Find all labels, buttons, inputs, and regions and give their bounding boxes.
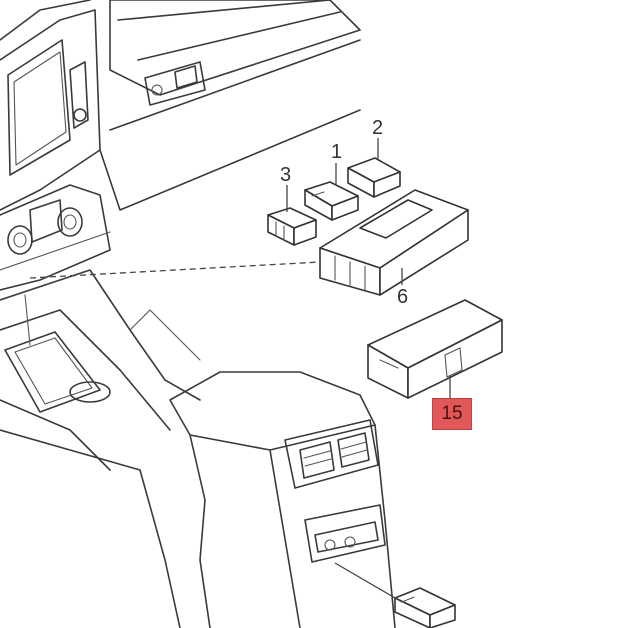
callout-1: 1 — [331, 141, 343, 163]
callout-3: 3 — [280, 164, 292, 186]
part-15-control-module — [367, 299, 503, 399]
part-3-blank-cover — [267, 207, 317, 246]
climate-controls — [0, 199, 111, 271]
callout-6: 6 — [397, 286, 409, 308]
armrest-rear-console — [169, 371, 396, 628]
leader-lines — [29, 138, 451, 603]
part-2-usb-socket — [347, 157, 401, 198]
callout-15-highlighted: 15 — [432, 398, 472, 430]
rear-usb-socket — [394, 587, 456, 628]
dashboard-outline — [0, 0, 361, 291]
center-console — [0, 269, 201, 628]
callout-2: 2 — [372, 117, 384, 139]
part-1-usb-socket — [304, 181, 359, 221]
